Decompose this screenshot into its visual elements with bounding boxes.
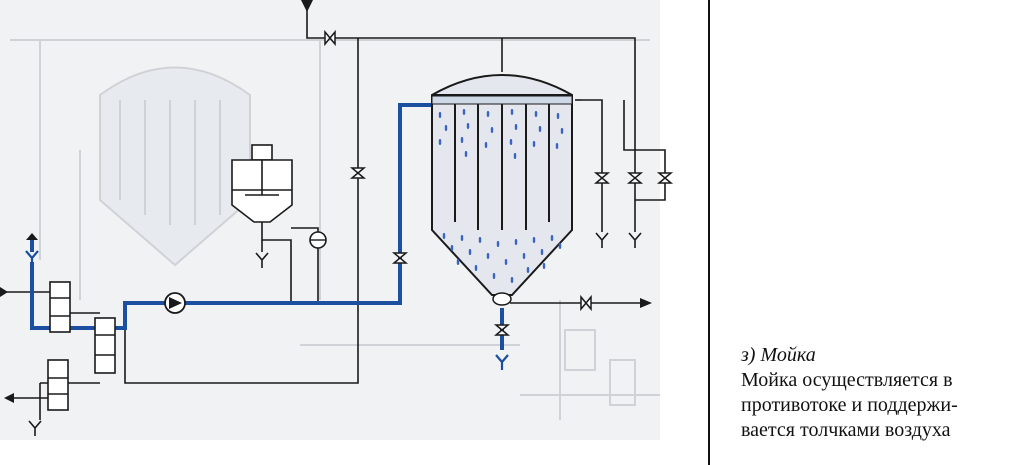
flow-arrow-icon [0, 0, 652, 403]
column-divider [708, 0, 710, 465]
caption-line: противотоке и поддержи- [741, 394, 958, 416]
pump-icon [164, 292, 186, 314]
caption-line: вается толчками воздуха [741, 419, 951, 441]
filter-vessel-icon [431, 74, 573, 306]
switch-valve-blocks [47, 281, 116, 411]
caption-block: з) Мойка Мойка осуществляется в противот… [741, 343, 1029, 443]
caption-line: Мойка осуществляется в [741, 369, 953, 391]
process-piping [0, 0, 666, 420]
washing-process-diagram [0, 0, 672, 440]
gauge-icon [309, 231, 327, 249]
ghost-filter-vessel [10, 39, 660, 420]
dosing-tank-icon [231, 144, 293, 223]
caption-heading: з) Мойка [741, 344, 816, 366]
wash-water-line [30, 103, 504, 350]
